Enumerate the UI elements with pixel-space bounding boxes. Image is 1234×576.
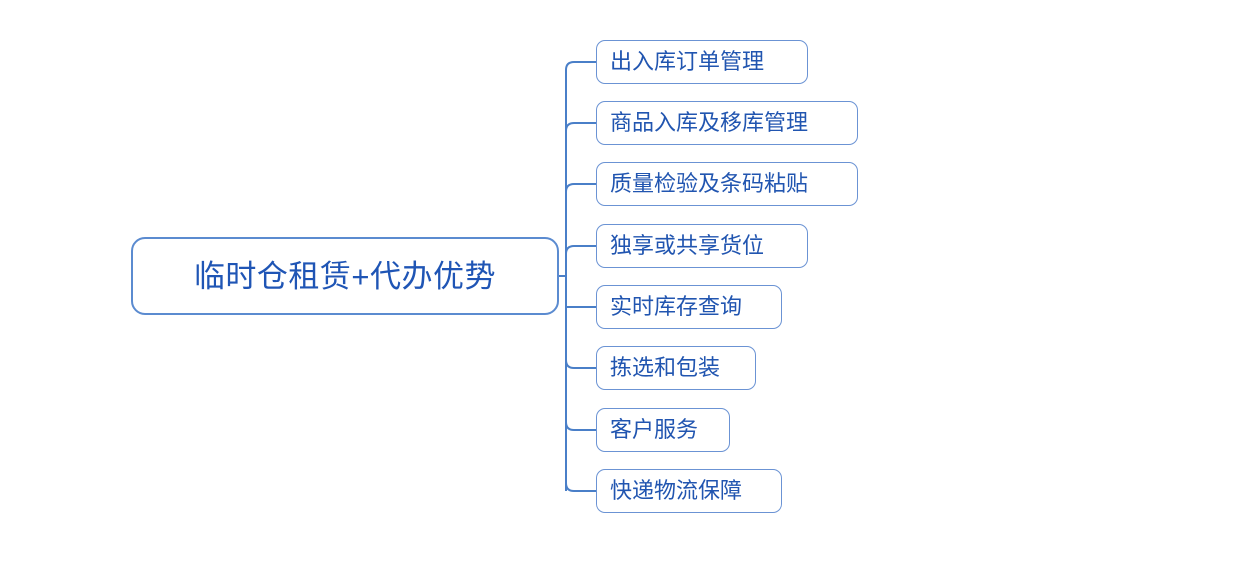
connector-branch-7 — [565, 421, 596, 431]
branch-node-8[interactable]: 快递物流保障 — [596, 469, 782, 513]
branch-node-1[interactable]: 出入库订单管理 — [596, 40, 808, 84]
branch-node-label: 独享或共享货位 — [610, 233, 765, 258]
connector-branch-1 — [565, 61, 596, 72]
branch-node-5[interactable]: 实时库存查询 — [596, 285, 782, 329]
connector-branch-3 — [565, 183, 596, 193]
branch-node-4[interactable]: 独享或共享货位 — [596, 224, 808, 268]
branch-node-label: 实时库存查询 — [610, 294, 743, 319]
branch-node-6[interactable]: 拣选和包装 — [596, 346, 756, 390]
root-node[interactable]: 临时仓租赁+代办优势 — [131, 237, 559, 315]
connector-branch-6 — [565, 359, 596, 369]
connector-branch-4 — [565, 245, 596, 255]
branch-node-7[interactable]: 客户服务 — [596, 408, 730, 452]
branch-node-label: 拣选和包装 — [610, 355, 721, 380]
connector-branch-8 — [565, 482, 596, 492]
branch-node-label: 出入库订单管理 — [610, 49, 765, 74]
connector-branch-2 — [565, 122, 596, 132]
branch-node-label: 质量检验及条码粘贴 — [610, 171, 809, 196]
branch-node-label: 商品入库及移库管理 — [610, 110, 809, 135]
root-node-label: 临时仓租赁+代办优势 — [193, 258, 497, 294]
branch-node-label: 客户服务 — [610, 417, 699, 442]
branch-node-2[interactable]: 商品入库及移库管理 — [596, 101, 858, 145]
branch-node-label: 快递物流保障 — [610, 478, 743, 503]
branch-node-3[interactable]: 质量检验及条码粘贴 — [596, 162, 858, 206]
